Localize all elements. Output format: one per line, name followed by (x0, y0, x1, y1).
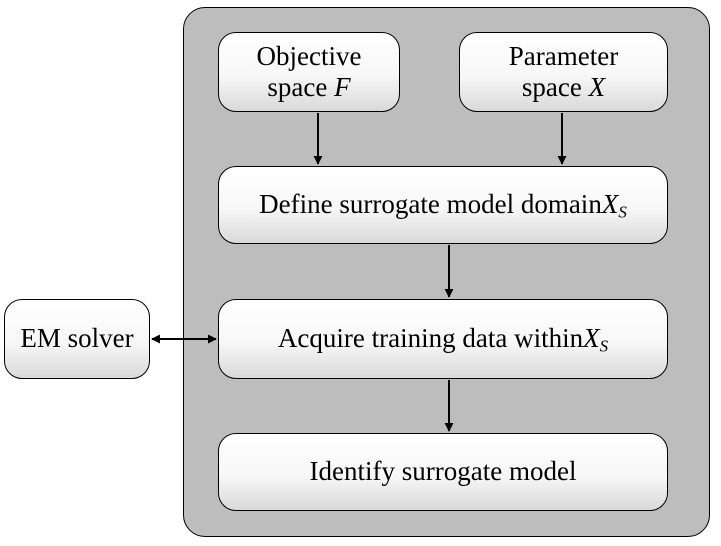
symbol-f: F (334, 72, 351, 102)
node-objective-label-1: Objective (256, 40, 362, 71)
node-parameter-label-2: space X (521, 72, 606, 102)
node-em-solver: EM solver (4, 299, 150, 379)
node-objective-label-2: space F (267, 72, 351, 102)
node-identify-model: Identify surrogate model (218, 433, 668, 511)
node-objective-space: Objective space F (218, 32, 400, 112)
node-acquire-label: Acquire training data withinXS (277, 322, 609, 355)
subscript-s: S (618, 201, 627, 221)
node-define-domain: Define surrogate model domainXS (218, 166, 668, 244)
node-define-label: Define surrogate model domainXS (259, 188, 627, 221)
symbol-x: X (588, 72, 606, 102)
subscript-s: S (599, 335, 609, 355)
symbol-xs: X (601, 188, 619, 219)
node-identify-label: Identify surrogate model (309, 456, 577, 487)
node-parameter-label-1: Parameter (508, 40, 619, 71)
symbol-xs: X (583, 322, 600, 353)
node-acquire-data: Acquire training data withinXS (218, 299, 668, 379)
node-em-label: EM solver (20, 323, 134, 354)
node-parameter-space: Parameter space X (459, 32, 668, 112)
